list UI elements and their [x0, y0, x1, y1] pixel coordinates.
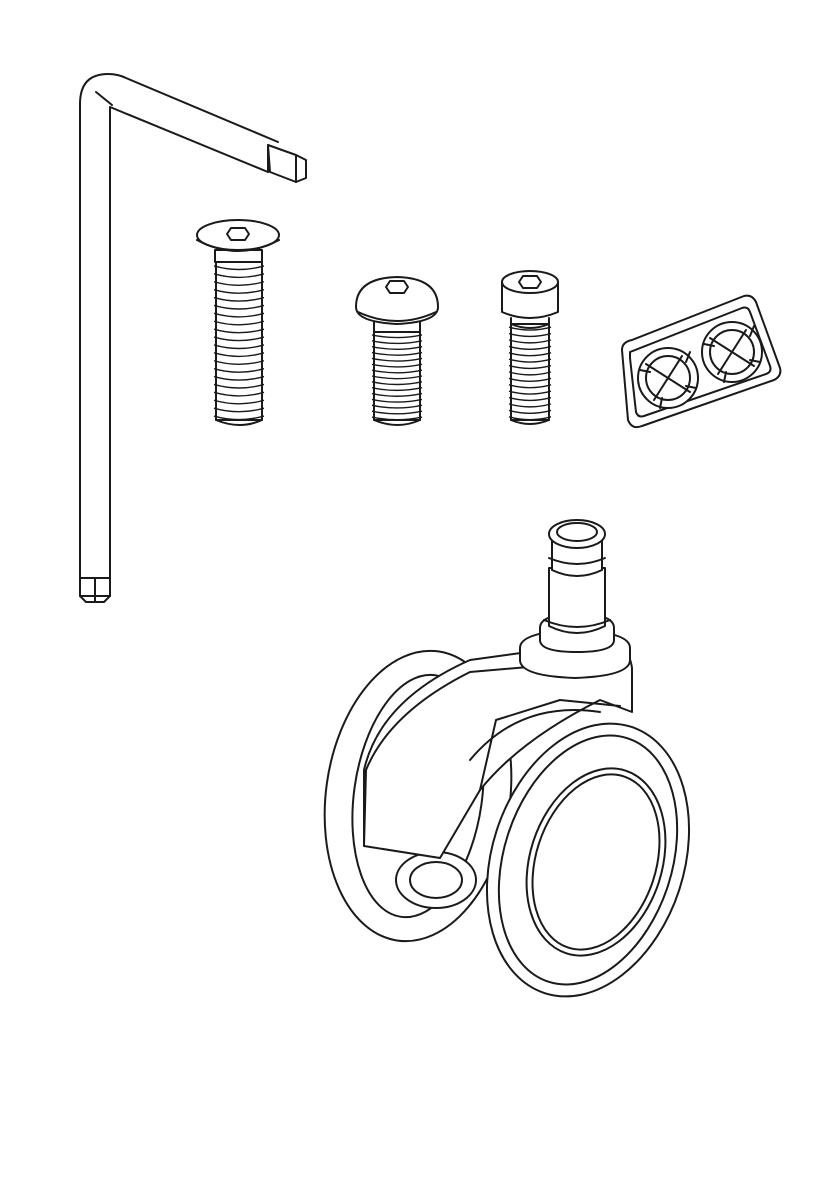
countersunk-bolt-icon: [197, 220, 279, 425]
socket-cap-bolt-icon: [502, 271, 558, 424]
double-clip-icon: [622, 296, 780, 428]
twin-castor-wheel-icon: [307, 520, 723, 1023]
button-head-bolt-icon: [356, 277, 438, 425]
allen-key-icon: [80, 74, 306, 602]
